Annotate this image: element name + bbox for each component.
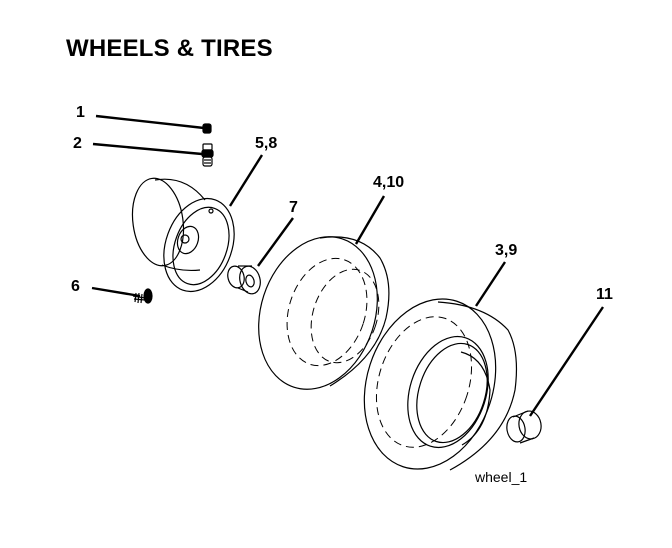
leader-11 [529, 306, 604, 417]
callout-6: 6 [71, 278, 80, 295]
leader-4-10 [354, 195, 386, 245]
callout-7: 7 [289, 199, 298, 216]
callout-1: 1 [76, 104, 85, 121]
leader-7 [257, 217, 294, 267]
bushing-part [227, 265, 261, 295]
callout-3-9: 3,9 [495, 242, 518, 259]
leader-5-8 [228, 154, 264, 207]
leader-3-9 [474, 261, 507, 307]
callout-5-8: 5,8 [255, 135, 278, 152]
rear-tire-part [363, 298, 518, 471]
wheel-rim-part [131, 177, 235, 293]
leader-lines [91, 114, 604, 417]
leader-6 [91, 286, 141, 298]
valve-cap-part [202, 123, 212, 134]
leader-2 [92, 142, 203, 156]
front-tire-part [258, 236, 390, 390]
callout-4-10: 4,10 [373, 174, 405, 191]
callout-11: 11 [596, 286, 613, 303]
valve-stem-part [201, 143, 214, 167]
figure-caption: wheel_1 [475, 469, 528, 485]
lug-bolt-part [132, 288, 153, 304]
diagram-title: WHEELS & TIRES [66, 35, 273, 62]
callout-2: 2 [73, 135, 82, 152]
leader-1 [95, 114, 205, 130]
hub-cap-part [506, 410, 542, 444]
